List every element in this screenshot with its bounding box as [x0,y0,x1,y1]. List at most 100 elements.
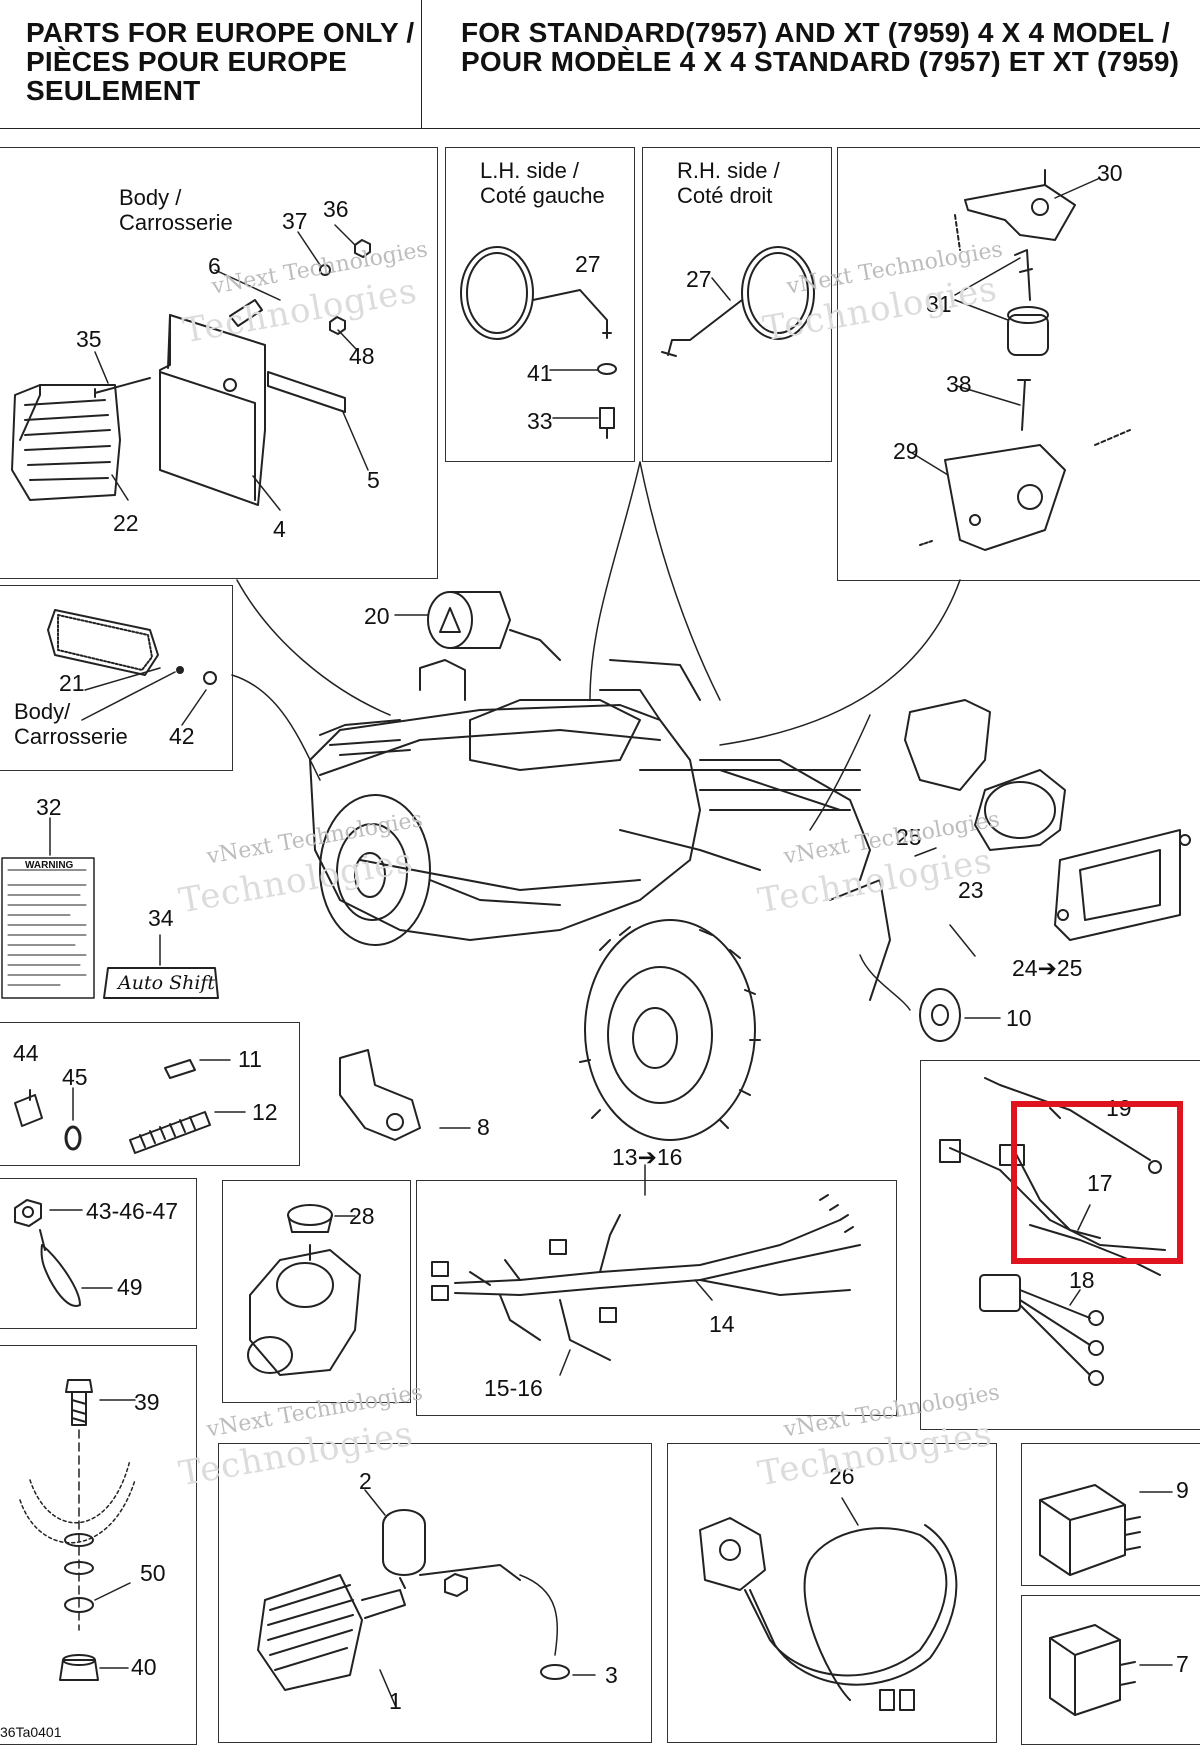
part-label-34: 34 [148,905,174,931]
caption-line: L.H. side / [480,158,580,183]
header-left-line: PIÈCES POUR EUROPE [26,46,348,77]
emergency-switch-drawing [427,591,561,661]
washer-50-drawing [64,1597,94,1613]
part-label-32: 32 [36,794,62,820]
ignition-plate-drawing [964,169,1076,241]
panel-reflector [0,585,233,771]
header-right-line: FOR STANDARD(7957) AND XT (7959) 4 X 4 M… [461,17,1170,48]
header-right-line: POUR MODÈLE 4 X 4 STANDARD (7957) ET XT … [461,46,1180,77]
part-label-50: 50 [140,1560,166,1586]
part-label-27-left: 27 [575,251,601,277]
bracket-strip-drawing [267,371,346,413]
part-label-24-25: 24➔25 [1012,955,1083,981]
panel-relay-9 [1021,1443,1200,1586]
highlight-box [1011,1101,1183,1264]
main-harness-14-drawing [431,1194,861,1361]
part-label-27-right: 27 [686,266,712,292]
part-label-40: 40 [131,1654,157,1680]
autoshift-decal-text: Auto Shift [118,972,216,994]
left-mirror-drawing [460,246,612,340]
part-label-37: 37 [282,208,308,234]
ignition-switch-drawing [1007,249,1049,431]
ignition-cover-drawing [919,429,1131,551]
part-label-12: 12 [252,1099,278,1125]
license-plate-drawing [159,314,266,506]
bracket-8-drawing [339,1049,421,1141]
panel-fasteners [0,1178,197,1329]
panel-small-parts [0,1022,300,1166]
part-label-26: 26 [829,1463,855,1489]
nut-43-drawing [14,1199,42,1227]
page-header: PARTS FOR EUROPE ONLY / PIÈCES POUR EURO… [0,0,1200,129]
caption-line: Coté gauche [480,183,605,208]
part-label-31: 31 [926,291,952,317]
harness-17-19-drawing [939,1077,1166,1276]
tail-light-drawing [11,384,121,501]
part-label-13-16: 13➔16 [612,1144,683,1170]
part-label-22: 22 [113,510,139,536]
part-label-29: 29 [893,438,919,464]
relay-9-drawing [1039,1484,1141,1576]
part-label-11: 11 [238,1046,262,1072]
caption-body-carrosserie-2: Body/ Carrosserie [14,699,128,749]
headlight-drawing [904,699,1191,941]
part-label-30: 30 [1097,160,1123,186]
panel-carburetor [222,1180,411,1403]
part-label-2: 2 [359,1468,372,1494]
caption-line: Body/ [14,699,71,724]
part-label-49: 49 [117,1274,143,1300]
relay-7-drawing [1049,1624,1136,1716]
clip-44-drawing [14,1089,43,1127]
right-mirror-drawing [661,246,815,357]
part-label-48: 48 [349,343,375,369]
part-label-17: 17 [1087,1170,1113,1196]
part-label-41: 41 [527,360,553,386]
part-label-21: 21 [59,670,85,696]
washer-41-nut-33-drawing [597,363,617,439]
reflector-drawing [47,609,217,685]
part-label-15-16: 15-16 [484,1375,543,1401]
header-left-line: PARTS FOR EUROPE ONLY / [26,17,415,48]
part-label-42: 42 [169,723,195,749]
panel-left-mirror [445,147,635,462]
part-label-23: 23 [958,877,984,903]
part-label-20: 20 [364,603,390,629]
part-label-33: 33 [527,408,553,434]
panel-main-harness [416,1180,897,1416]
spacer-6-drawing [229,299,263,327]
figure-code: 36Ta0401 [0,1724,62,1740]
part-label-44: 44 [13,1040,39,1066]
part-label-7: 7 [1176,1651,1189,1677]
part-label-6: 6 [208,253,221,279]
nuts-36-48-drawing [319,239,371,335]
part-label-5: 5 [367,467,380,493]
part-label-25: 25 [896,824,922,850]
autoshift-decal-drawing [103,967,219,999]
caption-line: Carrosserie [119,210,233,235]
caption-line: Coté droit [677,183,773,208]
sleeve-12-drawing [129,1111,211,1154]
screw-35-drawing [94,377,151,398]
part-label-35: 35 [76,326,102,352]
caption-lh-side: L.H. side / Coté gauche [480,158,605,208]
panel-harness-17 [920,1060,1200,1430]
terminal-11-drawing [164,1059,196,1079]
caption-line: Carrosserie [14,724,128,749]
horn-drawing [919,988,961,1042]
panel-rear-light [0,147,438,579]
turn-signal-drawing [257,1509,570,1691]
switch-harness-26-drawing [699,1517,958,1711]
part-label-3: 3 [605,1662,618,1688]
caption-line: R.H. side / [677,158,780,183]
part-label-38: 38 [946,371,972,397]
oring-45-drawing [64,1125,82,1151]
warning-decal-drawing [1,857,95,999]
caption-body-carrosserie: Body / Carrosserie [119,185,233,235]
bolt-39-drawing [65,1379,93,1426]
header-left-line: SEULEMENT [26,75,201,106]
caption-line: Body / [119,185,182,210]
carburetor-28-drawing [247,1204,361,1376]
header-title-europe: PARTS FOR EUROPE ONLY / PIÈCES POUR EURO… [26,18,414,105]
part-label-18: 18 [1069,1267,1095,1293]
